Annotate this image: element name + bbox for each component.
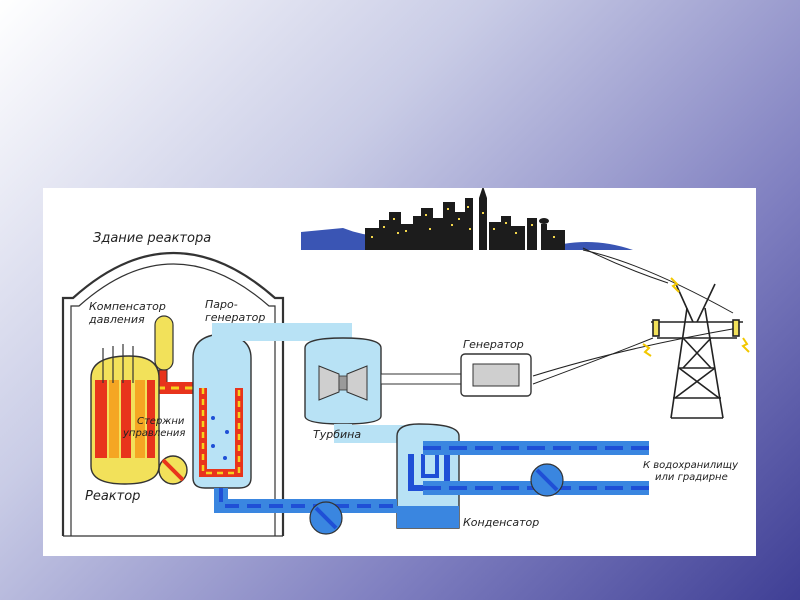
label-condenser: Конденсатор bbox=[463, 516, 539, 529]
label-reactor: Реактор bbox=[85, 489, 140, 504]
generator bbox=[380, 353, 532, 397]
reactor-vessel bbox=[90, 344, 160, 485]
city-skyline bbox=[301, 188, 633, 250]
steam-generator bbox=[192, 333, 252, 489]
reactor-building-outline bbox=[61, 251, 285, 536]
condenser bbox=[396, 423, 460, 529]
mountain-right bbox=[563, 242, 633, 250]
label-pressurizer-2: давления bbox=[88, 313, 145, 326]
label-control-rods-2: управления bbox=[122, 428, 185, 439]
nuclear-plant-diagram: Здание реактора Компенсатор давления Пар… bbox=[61, 188, 750, 537]
label-turbine: Турбина bbox=[313, 428, 361, 441]
label-steam-generator-1: Паро- bbox=[205, 298, 238, 311]
label-generator: Генератор bbox=[463, 338, 524, 351]
feedwater-loop bbox=[214, 488, 397, 535]
label-reservoir-1: К водохранилищу bbox=[643, 460, 739, 471]
power-lines bbox=[532, 247, 739, 385]
cooling-water-loop bbox=[423, 441, 649, 497]
label-steam-generator-2: генератор bbox=[205, 311, 265, 324]
label-control-rods-1: Стержни bbox=[137, 416, 185, 427]
label-reactor-building: Здание реактора bbox=[93, 231, 211, 246]
label-reservoir-2: или градирне bbox=[655, 472, 728, 483]
reactor-building-inner bbox=[70, 263, 276, 536]
label-pressurizer-1: Компенсатор bbox=[89, 300, 166, 313]
turbine bbox=[304, 337, 382, 425]
primary-pump bbox=[158, 455, 188, 485]
diagram-panel: Здание реактора Компенсатор давления Пар… bbox=[43, 188, 756, 556]
transmission-tower bbox=[642, 277, 750, 419]
